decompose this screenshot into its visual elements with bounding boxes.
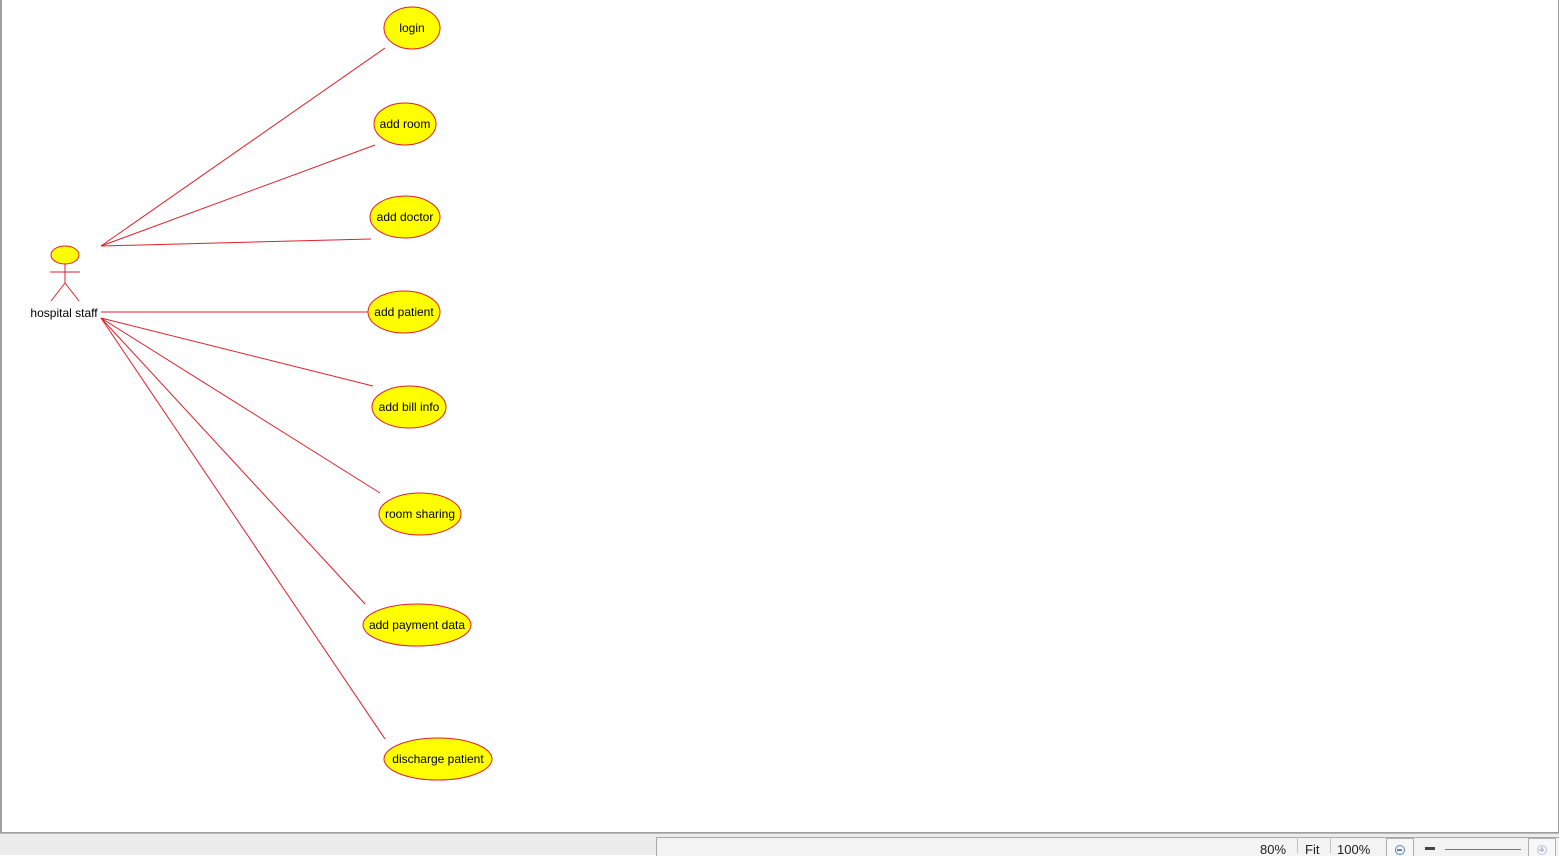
use-case-ellipse — [373, 102, 437, 146]
use-case-room-sharing[interactable]: room sharing — [378, 492, 462, 536]
zoom-panel — [656, 837, 1559, 856]
association-add-bill-info[interactable] — [100, 317, 374, 387]
association-add-room[interactable] — [100, 144, 376, 247]
actor-label: hospital staff — [30, 306, 98, 320]
use-case-label: add payment data — [369, 618, 465, 632]
use-case-discharge-patient[interactable]: discharge patient — [383, 737, 493, 781]
use-case-label: add doctor — [377, 210, 434, 224]
use-cases: login add room add doctor add patient add bi… — [362, 6, 493, 781]
use-case-add-room[interactable]: add room — [373, 102, 437, 146]
use-case-ellipse — [383, 6, 441, 50]
use-case-ellipse — [383, 737, 493, 781]
zoom-level: 80% — [1260, 842, 1287, 857]
use-case-label: add bill info — [379, 400, 440, 414]
zoom-slider-handle[interactable] — [1425, 847, 1435, 850]
use-case-label: add room — [380, 117, 431, 131]
use-case-add-patient[interactable]: add patient — [367, 290, 441, 334]
status-bar: 80% Fit 100% — [0, 833, 1559, 857]
zoom-fit-button[interactable]: Fit — [1305, 842, 1320, 857]
use-case-diagram: hospital staff login add room add doctor ad… — [30, 6, 493, 781]
association-add-doctor[interactable] — [100, 238, 372, 247]
use-case-ellipse — [371, 385, 447, 429]
use-case-label: room sharing — [385, 507, 455, 521]
zoom-slider[interactable] — [1421, 838, 1525, 856]
use-case-add-doctor[interactable]: add doctor — [369, 195, 441, 239]
association-add-payment-data[interactable] — [100, 317, 366, 605]
zoom-out-button[interactable] — [1386, 838, 1414, 856]
diagram-canvas[interactable]: hospital staff login add room add doctor ad… — [0, 0, 1559, 833]
use-case-label: login — [399, 21, 424, 35]
use-case-label: add patient — [374, 305, 434, 319]
use-case-login[interactable]: login — [383, 6, 441, 50]
separator — [1297, 837, 1298, 853]
separator — [1330, 837, 1331, 853]
use-case-add-bill-info[interactable]: add bill info — [371, 385, 447, 429]
use-case-add-payment-data[interactable]: add payment data — [362, 603, 472, 647]
use-case-ellipse — [362, 603, 472, 647]
zoom-in-button[interactable] — [1528, 838, 1556, 856]
association-login[interactable] — [100, 47, 386, 247]
actor-hospital-staff[interactable]: hospital staff — [30, 245, 98, 320]
zoom-slider-track — [1445, 849, 1521, 850]
association-room-sharing[interactable] — [100, 317, 381, 494]
use-case-ellipse — [367, 290, 441, 334]
use-case-ellipse — [378, 492, 462, 536]
association-discharge-patient[interactable] — [100, 317, 386, 740]
zoom-in-icon — [1537, 845, 1547, 855]
zoom-out-icon — [1395, 845, 1405, 855]
use-case-label: discharge patient — [392, 752, 484, 766]
association-lines — [100, 47, 386, 740]
use-case-ellipse — [369, 195, 441, 239]
zoom-100-button[interactable]: 100% — [1337, 842, 1371, 857]
